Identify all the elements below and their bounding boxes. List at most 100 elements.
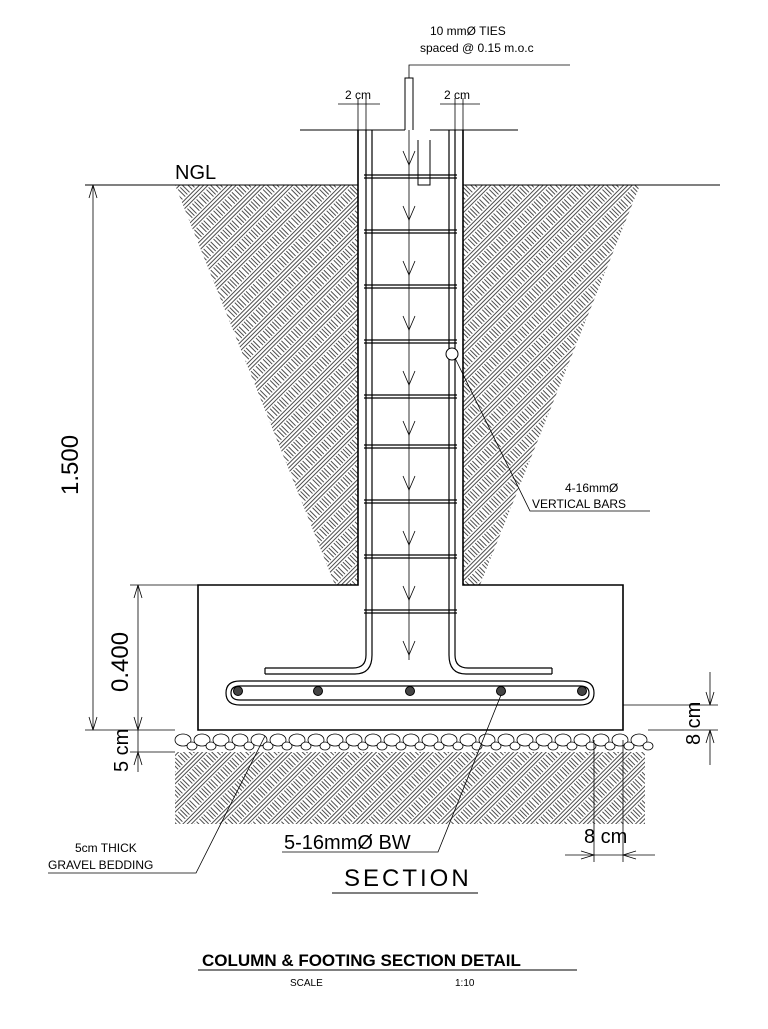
right-8cm-vertical: 8 cm [683,702,705,745]
bottom-bars-leader [282,694,502,853]
gravel-stone [338,741,350,751]
scale-value: 1:10 [455,978,475,989]
soil-backfill-right [463,185,640,585]
concrete-outline [197,130,624,731]
gravel-stone [592,733,610,747]
footing-bar-circles [233,686,587,696]
gravel-leader [48,735,266,874]
gravel-stone [509,741,521,751]
gravel-stone [364,733,382,747]
gravel-stone [288,733,306,747]
vertical-bar-marker [445,347,459,361]
gravel-stone [224,741,236,751]
gravel-stone [547,741,559,751]
vertical-bars-label-2: VERTICAL BARS [532,497,626,511]
gravel-stone [642,741,654,751]
ties-label-2: spaced @ 0.15 m.o.c [420,41,534,55]
gravel-stone [186,741,198,751]
gravel-stone [490,741,502,751]
arrow-head [402,370,416,387]
gravel-stone [497,733,515,747]
gravel-stone [307,733,325,747]
gravel-label-2: GRAVEL BEDDING [48,858,153,872]
depth-dimension: 1.500 [57,435,84,495]
column-ties [364,174,457,614]
gravel-stone [528,741,540,751]
gravel-stone [452,741,464,751]
right-dimension-lines [565,672,718,862]
cover-left-label: 2 cm [345,88,371,102]
top-tie-hook [404,77,414,130]
gravel-stone [231,733,249,747]
gravel-stone [440,733,458,747]
bedding-dimension: 5 cm [111,729,133,772]
bottom-bars-label: 5-16mmØ BW [284,832,411,854]
top-tie-hook-2 [417,140,431,186]
gravel-stone [554,733,572,747]
gravel-stone [383,733,401,747]
gravel-stone [604,741,616,751]
gravel-stone [300,741,312,751]
column-vertical-bars [264,130,553,675]
gravel-stone [573,733,591,747]
gravel-stone [357,741,369,751]
gravel-stone [535,733,553,747]
soil-backfill-left [175,185,358,585]
gravel-stone [585,741,597,751]
left-dimension-lines [85,184,198,772]
gravel-stone [421,733,439,747]
gravel-stone [262,741,274,751]
arrow-head [402,475,416,492]
soil-below-bedding [175,752,645,824]
ties-leader [408,64,570,78]
arrow-head [402,585,416,602]
gravel-stone [611,733,629,747]
gravel-stone [345,733,363,747]
bottom-8cm-label: 8 cm [584,826,627,848]
gravel-stone [250,733,268,747]
gravel-stone [414,741,426,751]
arrow-head [402,315,416,332]
gravel-stone [243,741,255,751]
section-label: SECTION [344,865,472,892]
scale-label: SCALE [290,978,323,989]
arrow-head [402,205,416,222]
ngl-label: NGL [175,162,216,184]
ties-label-1: 10 mmØ TIES [430,24,506,38]
vertical-bars-label-1: 4-16mmØ [565,481,618,495]
gravel-stone [281,741,293,751]
gravel-label-1: 5cm THICK [75,841,137,855]
arrow-head [402,530,416,547]
arrow-head [402,420,416,437]
gravel-stone [402,733,420,747]
gravel-stone [326,733,344,747]
arrow-head [402,260,416,277]
vertical-bars-leader [454,357,650,512]
gravel-stone [395,741,407,751]
gravel-stone [376,741,388,751]
gravel-stone [319,741,331,751]
arrow-head [402,150,416,167]
gravel-stone [269,733,287,747]
tie-hook-arrows [402,130,416,660]
gravel-stone [478,733,496,747]
gravel-stone [459,733,477,747]
gravel-stone [623,741,635,751]
gravel-stone [433,741,445,751]
arrow-head [402,640,416,657]
gravel-stone [174,733,192,747]
footing-dimension: 0.400 [107,632,134,692]
gravel-stone [630,733,648,747]
gravel-stone [193,733,211,747]
gravel-stone [205,741,217,751]
cover-right-label: 2 cm [444,88,470,102]
gravel-stone [516,733,534,747]
gravel-stone [566,741,578,751]
drawing-title: COLUMN & FOOTING SECTION DETAIL [202,951,521,970]
cover-dims [338,98,480,130]
gravel-bedding [172,730,654,752]
gravel-stone [212,733,230,747]
footing-bottom-bars [225,680,595,706]
